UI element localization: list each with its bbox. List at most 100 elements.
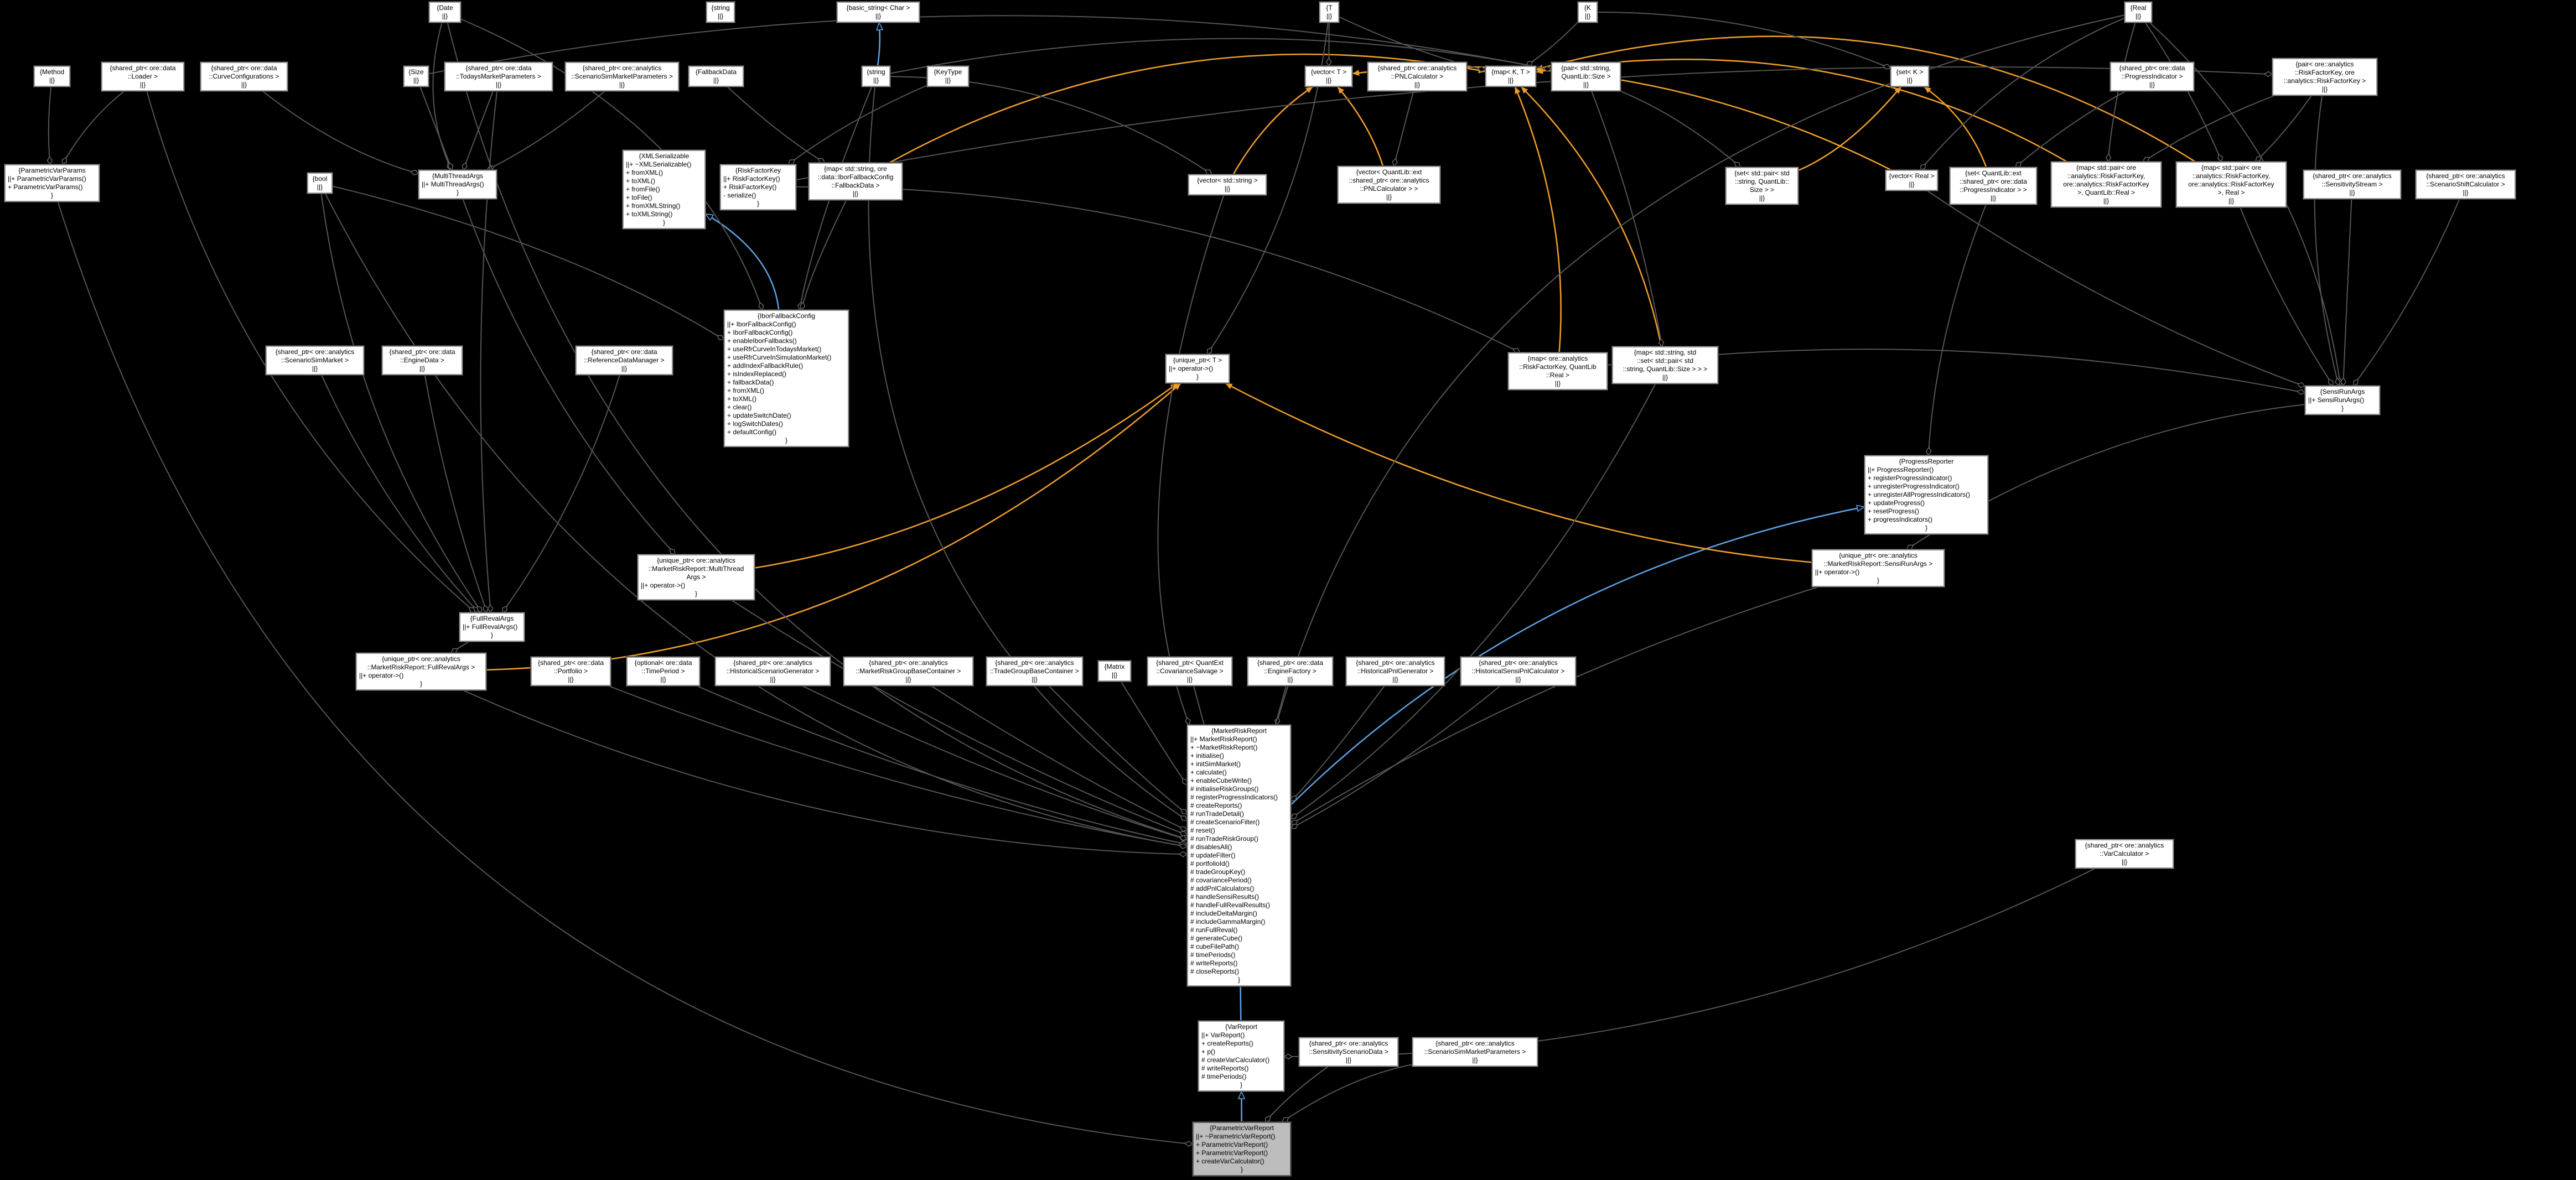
node-label-line: {vector< T > [1310,68,1347,76]
class-node-scensimmarketparams[interactable]: {shared_ptr< ore::analytics::ScenarioSim… [565,62,679,91]
edge-member-string2-to-marketriskreport [868,86,1187,821]
class-node-date[interactable]: {Date||} [429,2,461,23]
node-label-line: ||} [1224,185,1231,193]
node-label-line: # runTradeDetail() [1190,810,1244,818]
node-label-line: {basic_string< Char > [846,4,910,12]
class-node-map-kt[interactable]: {map< K, T >||} [1485,66,1536,87]
class-node-map-string-setpair[interactable]: {map< std::string, std::set< std::pair< … [1612,346,1718,384]
class-node-keytype[interactable]: {KeyType||} [927,66,969,87]
node-label-line: + fromXMLString() [626,202,681,210]
class-node-matrix[interactable]: {Matrix||} [1098,661,1131,682]
node-label-line: ::TradeGroupBaseContainer > [990,667,1079,675]
edge-template-set-pair-to-set-k [1798,86,1902,171]
class-node-sp-tgbc[interactable]: {shared_ptr< ore::analytics::TradeGroupB… [986,657,1083,686]
node-label-line: + fromFile() [626,185,660,193]
edge-member-map-string-fallbackdata-to-iborfallbackconfig [802,200,847,310]
class-node-uptr-fullrevalargs[interactable]: {unique_ptr< ore::analytics::MarketRiskR… [356,653,486,690]
class-node-method[interactable]: {Method||} [34,66,70,87]
class-node-iborfallbackconfig[interactable]: {IborFallbackConfig||+ IborFallbackConfi… [724,310,849,447]
class-node-sp-histsensipnlcalc[interactable]: {shared_ptr< ore::analytics::HistoricalS… [1460,657,1576,686]
class-node-vector-t[interactable]: {vector< T >||} [1305,66,1352,87]
class-node-sp-histpnlgen[interactable]: {shared_ptr< ore::analytics::HistoricalP… [1346,657,1445,686]
node-label-line: } [756,200,759,207]
class-node-sp-mrgbc[interactable]: {shared_ptr< ore::analytics::MarketRiskG… [843,657,973,686]
class-node-sp-varcalculator[interactable]: {shared_ptr< ore::analytics::VarCalculat… [2075,839,2174,869]
class-node-sp-enginedata[interactable]: {shared_ptr< ore::data::EngineData >||} [382,346,463,375]
class-node-fallbackdata[interactable]: {FallbackData||} [688,66,744,87]
class-node-bool[interactable]: {bool||} [307,173,333,194]
class-node-k[interactable]: {K||} [1578,2,1598,23]
class-node-marketriskreport[interactable]: {MarketRiskReport||+ MarketRiskReport()+… [1187,725,1291,986]
class-node-pair-rfk-rfk[interactable]: {pair< ore::analytics::RiskFactorKey, or… [2272,58,2377,96]
node-label-line: {vector< QuantLib::ext [1356,168,1422,176]
node-label-line: ::Real > [1546,371,1569,379]
class-node-todaysmarket[interactable]: {shared_ptr< ore::data::TodaysMarketPara… [444,62,553,91]
class-node-sp-sensitivitystream[interactable]: {shared_ptr< ore::analytics::Sensitivity… [2303,170,2401,199]
node-label-line: {FallbackData [695,68,737,76]
class-node-uptr-multithreadargs[interactable]: {unique_ptr< ore::analytics::MarketRiskR… [637,554,755,600]
class-node-curveconfig[interactable]: {shared_ptr< ore::data::CurveConfigurati… [200,62,288,91]
class-node-map-rfk-qlreal[interactable]: {map< ore::analytics::RiskFactorKey, Qua… [1508,352,1608,390]
class-node-set-k[interactable]: {set< K >||} [1890,66,1929,87]
class-node-multithreadargs[interactable]: {MultiThreadArgs||+ MultiThreadArgs()} [418,170,497,199]
node-label-line: {shared_ptr< ore::data [211,64,277,72]
class-node-optional-timeperiod[interactable]: {optional< ore::data::TimePeriod >||} [626,657,700,686]
edge-member-sp-pnlcalculator-to-vector-pnlcalcs [1394,91,1414,166]
node-label-line: {bool [312,175,328,183]
class-node-parametricvarreport[interactable]: {ParametricVarReport||+ ~ParametricVarRe… [1193,1122,1291,1176]
class-node-vector-pnlcalcs[interactable]: {vector< QuantLib::ext::shared_ptr< ore:… [1338,166,1440,204]
class-node-vector-real[interactable]: {vector< Real >||} [1885,170,1938,191]
class-node-pair-string-size[interactable]: {pair< std::string,QuantLib::Size >||} [1551,62,1621,91]
node-label-line: Size > > [1749,186,1775,194]
class-node-vector-string[interactable]: {vector< std::string >||} [1188,174,1267,195]
node-label-line: } [694,590,697,597]
edge-member-sp-refdatamanager-to-fullrevalargs [502,375,620,612]
class-node-size[interactable]: {Size||} [403,66,429,87]
class-node-sp-portfolio[interactable]: {shared_ptr< ore::data::Portfolio >||} [531,657,611,686]
class-node-set-progressindicators[interactable]: {set< QuantLib::ext::shared_ptr< ore::da… [1950,167,2037,205]
class-node-sp-covsalvage[interactable]: {shared_ptr< QuantExt::CovarianceSalvage… [1147,657,1232,686]
node-label-line: ::analytics::RiskFactorKey, [2192,172,2271,180]
class-node-progressreporter[interactable]: {ProgressReporter||+ ProgressReporter()+… [1864,455,1988,534]
class-node-sp-ssmp2[interactable]: {shared_ptr< ore::analytics::ScenarioSim… [1412,1037,1538,1067]
edge-member-string2-to-vector-string [890,76,1212,175]
class-node-sp-scenshiftcalc[interactable]: {shared_ptr< ore::analytics::ScenarioShi… [2416,170,2516,199]
class-node-real[interactable]: {Real||} [2124,2,2152,23]
class-node-unique-ptr-t[interactable]: {unique_ptr< T >||+ operator->()} [1165,354,1230,383]
node-label-line: # writeReports() [1190,959,1238,967]
class-node-sp-sensscendata[interactable]: {shared_ptr< ore::analytics::Sensitivity… [1299,1037,1398,1067]
class-node-basic-string[interactable]: {basic_string< Char >||} [837,2,920,23]
class-node-sp-progressindicator[interactable]: {shared_ptr< ore::data::ProgressIndicato… [2110,62,2194,91]
node-label-line: {shared_ptr< ore::analytics [995,659,1074,667]
node-label-line: + toXML() [727,395,757,403]
node-label-line: # registerProgressIndicators() [1190,793,1278,801]
node-label-line: + initialise() [1190,752,1225,760]
class-node-sp-enginefactory[interactable]: {shared_ptr< ore::data::EngineFactory >|… [1247,657,1333,686]
node-label-line: ::RiskFactorKey, QuantLib [1519,363,1597,371]
class-node-riskfactorkey[interactable]: {RiskFactorKey||+ RiskFactorKey()+ RiskF… [720,164,796,210]
class-node-sensirunargs[interactable]: {SensiRunArgs||+ SensiRunArgs()} [2305,386,2380,415]
class-node-loader[interactable]: {shared_ptr< ore::data::Loader >||} [101,62,184,91]
class-node-map-pair-qlreal[interactable]: {map< std::pair< ore::analytics::RiskFac… [2051,162,2162,207]
node-label-line: {RiskFactorKey [735,167,781,174]
class-node-sp-scenariosimmarket[interactable]: {shared_ptr< ore::analytics::ScenarioSim… [266,346,364,375]
class-node-set-pair[interactable]: {set< std::pair< std::string, QuantLib::… [1725,167,1798,205]
node-label-line: {shared_ptr< ore::analytics [1356,659,1435,667]
class-node-uptr-sensirunargs[interactable]: {unique_ptr< ore::analytics::MarketRiskR… [1812,549,1945,587]
class-node-sp-histscengen[interactable]: {shared_ptr< ore::analytics::HistoricalS… [715,657,831,686]
node-label-line: ||} [1583,81,1589,89]
class-node-fullrevalargs[interactable]: {FullRevalArgs||+ FullRevalArgs()} [459,612,525,642]
class-node-parametricvarparams[interactable]: {ParametricVarParams||+ ParametricVarPar… [4,164,100,202]
node-label-line: ||+ ~XMLSerializable() [626,160,692,168]
class-node-string2[interactable]: {string||} [862,66,890,87]
class-node-t[interactable]: {T||} [1319,2,1339,23]
node-label-line: {map< std::pair< ore [2201,164,2262,171]
class-node-sp-pnlcalculator[interactable]: {shared_ptr< ore::analytics::PNLCalculat… [1367,62,1467,91]
class-node-map-pair-real[interactable]: {map< std::pair< ore::analytics::RiskFac… [2176,162,2287,207]
class-node-string-top[interactable]: {string||} [706,2,735,23]
node-label-line: } [1240,1081,1242,1089]
class-node-sp-refdatamanager[interactable]: {shared_ptr< ore::data::ReferenceDataMan… [576,346,673,375]
class-node-xmlserializable[interactable]: {XMLSerializable||+ ~XMLSerializable()+ … [623,150,706,229]
class-node-varreport[interactable]: {VarReport||+ VarReport()+ createReports… [1198,1021,1284,1091]
class-node-map-string-fallbackdata[interactable]: {map< std::string, ore::data::IborFallba… [808,163,903,200]
